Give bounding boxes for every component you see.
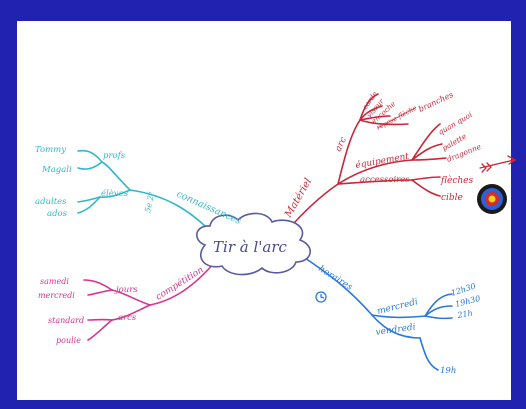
mind-map-paper [17, 21, 511, 400]
tommy-line [77, 149, 103, 163]
viseur-line [359, 105, 383, 121]
mercredi-item-21: 21h [456, 308, 474, 320]
horaires-label: horaires [316, 264, 354, 293]
mercredi-line [371, 314, 426, 319]
materiel-label: Matériel [283, 177, 315, 221]
competition-branch-lines [83, 261, 216, 341]
jours-label: jours [114, 285, 138, 295]
h21-line [424, 315, 453, 320]
h1930-line [424, 305, 453, 317]
profs-item-tommy: Tommy [35, 145, 66, 155]
magali-line [77, 161, 103, 170]
accessoires-item-cible: cible [441, 193, 463, 203]
arcs-label: arcs [118, 313, 137, 323]
encoche-line [359, 115, 391, 121]
accessoires-line [337, 179, 413, 185]
vendredi-item-19: 19h [440, 366, 456, 376]
connaissances-branch-lines [77, 149, 213, 234]
arc-line [337, 119, 361, 185]
mercredi-item-1930: 19h30 [454, 294, 481, 309]
connaissances-note: 5e 2ᵈ [143, 191, 156, 214]
profs-item-magali: Magali [41, 165, 72, 175]
adultes-line [77, 196, 101, 203]
vendredi-line [371, 314, 421, 339]
accessoires-label: accessoires [360, 175, 410, 185]
equipement-item-quanquoi: quan quoi [437, 110, 475, 137]
target-icon [477, 184, 507, 214]
eleves-label: élèves [101, 188, 129, 199]
center-title: Tir à l'arc [213, 238, 287, 256]
competition-line [149, 261, 216, 306]
ados-line [77, 196, 101, 214]
eleves-item-ados: ados [47, 209, 68, 219]
branches-line [359, 119, 409, 126]
arc-item-branches: branches [417, 90, 455, 114]
quanquoi-line [411, 123, 441, 161]
clock-icon [315, 291, 327, 303]
materiel-branch-lines [285, 93, 447, 233]
horaires-branch-lines [304, 257, 453, 371]
jours-line [111, 289, 151, 306]
jours-item-samedi: samedi [40, 277, 69, 286]
mercredi-comp-line [87, 289, 113, 296]
profs-line [101, 161, 131, 191]
eleves-line [99, 189, 131, 198]
mercredi-label: mercredi [376, 297, 419, 317]
equipement-line [337, 159, 413, 185]
equipement-label: équipement [355, 151, 411, 171]
fleches-line [411, 176, 441, 181]
h1230-line [424, 293, 453, 317]
h19-line [419, 337, 439, 371]
arcs-line [111, 304, 151, 321]
jours-item-mercredi: mercredi [38, 291, 75, 300]
palette-line [411, 143, 443, 161]
samedi-line [83, 279, 113, 291]
eleves-item-adultes: adultes [35, 197, 67, 207]
arcs-item-poulie: poulie [56, 336, 81, 345]
cible-line [411, 179, 441, 197]
cloud-shape [196, 212, 311, 276]
competition-label: compétition [154, 264, 206, 302]
accessoires-item-fleches: flèches [440, 175, 473, 186]
profs-label: profs [103, 151, 126, 161]
dragonne-line [411, 157, 447, 161]
horaires-line [304, 257, 373, 316]
arcs-item-standard: standard [48, 316, 84, 325]
poulie-line [87, 319, 113, 341]
corde-line [359, 93, 379, 121]
arrow-icon [479, 155, 517, 173]
connaissances-label: connaissances [175, 189, 243, 227]
